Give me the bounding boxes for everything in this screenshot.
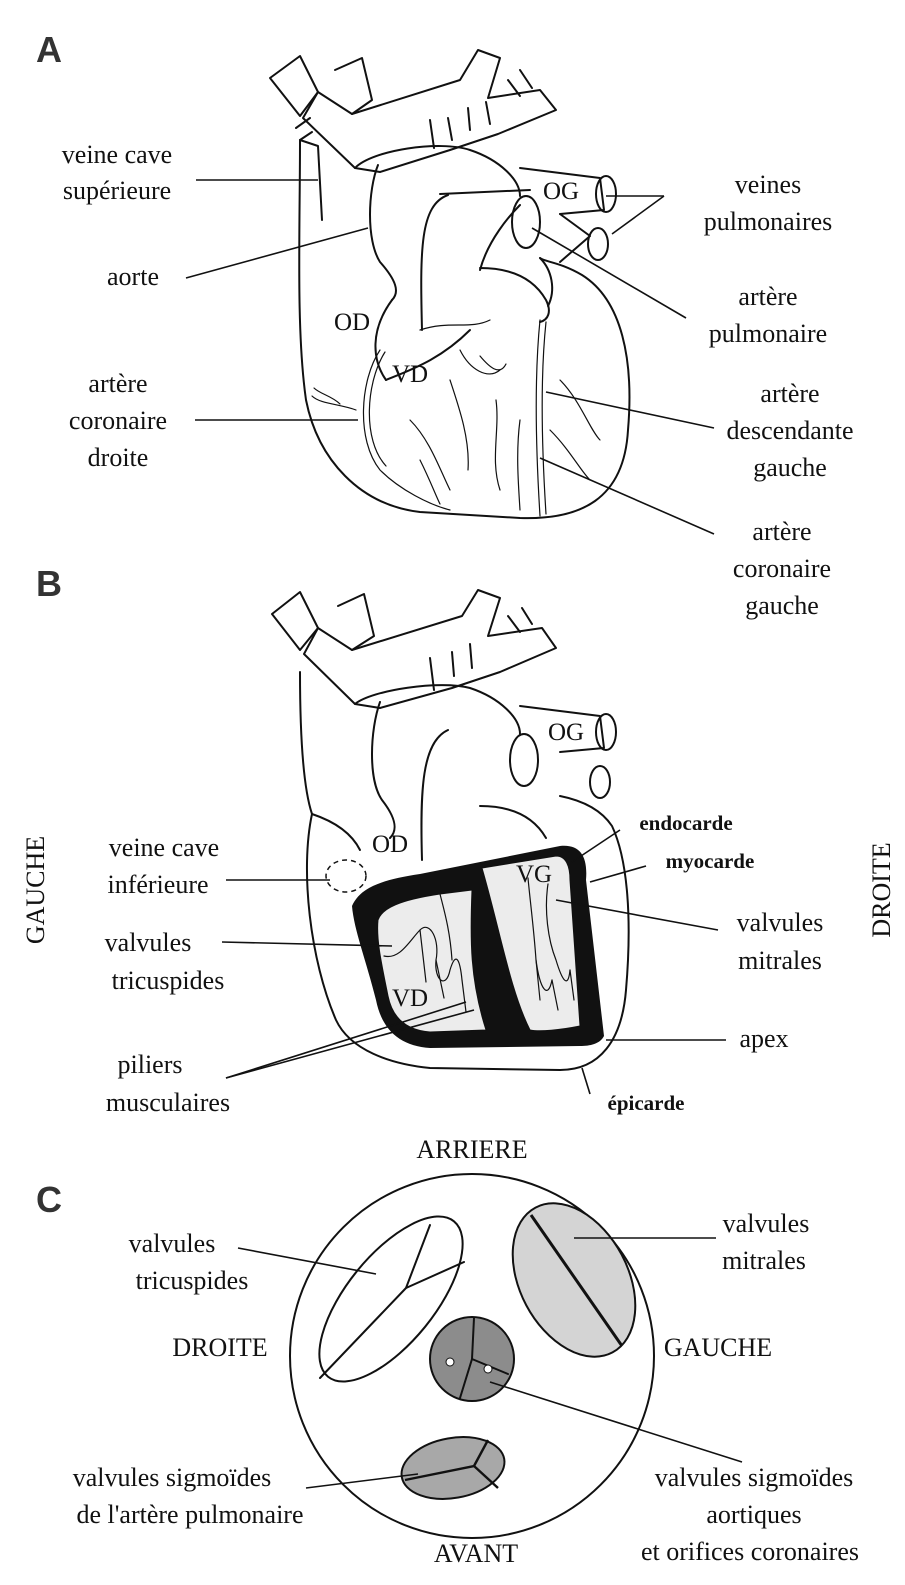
label-artere-pulmonaire: artère pulmonaire [532, 228, 827, 348]
svg-text:épicarde: épicarde [608, 1091, 685, 1115]
side-label-gauche: GAUCHE [21, 836, 50, 944]
svg-text:myocarde: myocarde [666, 849, 755, 873]
label-artere-descendante-gauche: artère descendante gauche [546, 379, 854, 482]
chamber-vg-b: VG [516, 861, 552, 888]
svg-text:valvules: valvules [737, 908, 824, 937]
svg-text:musculaires: musculaires [106, 1088, 230, 1117]
svg-text:valvules sigmoïdes: valvules sigmoïdes [655, 1463, 854, 1492]
svg-text:valvules: valvules [129, 1229, 216, 1258]
label-valvules-tricuspides-c: valvules tricuspides [129, 1229, 376, 1295]
svg-text:endocarde: endocarde [639, 811, 732, 835]
svg-text:apex: apex [739, 1024, 788, 1053]
chamber-vd-a: VD [392, 361, 428, 388]
panel-c-letter: C [36, 1179, 62, 1220]
svg-text:tricuspides: tricuspides [112, 966, 225, 995]
chamber-vd-b: VD [392, 985, 428, 1012]
panel-b-letter: B [36, 563, 62, 604]
chamber-od-a: OD [334, 309, 370, 336]
svg-text:tricuspides: tricuspides [136, 1266, 249, 1295]
chamber-og-a: OG [543, 178, 579, 205]
svg-text:valvules: valvules [105, 928, 192, 957]
svg-text:artère: artère [752, 517, 811, 546]
svg-text:artère: artère [738, 282, 797, 311]
label-aorte: aorte [107, 228, 368, 291]
svg-text:mitrales: mitrales [738, 946, 822, 975]
svg-text:droite: droite [88, 443, 149, 472]
svg-text:valvules: valvules [723, 1209, 810, 1238]
panel-a-heart-drawing [270, 50, 629, 518]
label-valvules-tricuspides-b: valvules tricuspides [105, 928, 392, 995]
svg-text:aorte: aorte [107, 262, 159, 291]
svg-text:inférieure: inférieure [107, 870, 208, 899]
label-sigmoides-pulmonaire: valvules sigmoïdes de l'artère pulmonair… [73, 1463, 418, 1529]
svg-text:pulmonaires: pulmonaires [704, 207, 833, 236]
label-myocarde: myocarde [590, 849, 754, 882]
svg-text:mitrales: mitrales [722, 1246, 806, 1275]
svg-text:veine cave: veine cave [62, 140, 172, 169]
svg-text:aortiques: aortiques [706, 1500, 801, 1529]
label-apex: apex [606, 1024, 789, 1053]
label-veines-pulmonaires: veines pulmonaires [606, 170, 832, 236]
svg-text:descendante: descendante [726, 416, 853, 445]
svg-text:piliers: piliers [118, 1050, 183, 1079]
chamber-og-b: OG [548, 719, 584, 746]
panel-b: B GAUCHE DROITE [21, 563, 896, 1117]
label-veine-cave-inferieure: veine cave inférieure [107, 833, 330, 899]
panel-a: A [36, 29, 854, 620]
orientation-left: DROITE [172, 1333, 267, 1362]
orientation-bottom: AVANT [434, 1539, 518, 1568]
panel-a-letter: A [36, 29, 62, 70]
pulmonary-valve-c [397, 1429, 510, 1506]
svg-text:gauche: gauche [745, 591, 819, 620]
label-epicarde: épicarde [582, 1068, 684, 1115]
svg-text:gauche: gauche [753, 453, 827, 482]
label-veine-cave-superieure: veine cave supérieure [62, 140, 318, 205]
svg-text:artère: artère [760, 379, 819, 408]
svg-text:veines: veines [735, 170, 801, 199]
svg-text:veine cave: veine cave [109, 833, 219, 862]
svg-text:coronaire: coronaire [733, 554, 831, 583]
svg-text:supérieure: supérieure [63, 176, 171, 205]
panel-c: C ARRIERE AVANT DROITE GAUCHE [36, 1135, 859, 1568]
label-valvules-mitrales-b: valvules mitrales [556, 900, 823, 975]
svg-text:artère: artère [88, 369, 147, 398]
panel-b-heart-drawing [272, 590, 629, 1070]
svg-text:coronaire: coronaire [69, 406, 167, 435]
svg-text:et orifices coronaires: et orifices coronaires [641, 1537, 859, 1566]
chamber-od-b: OD [372, 831, 408, 858]
svg-text:pulmonaire: pulmonaire [709, 319, 827, 348]
orientation-top: ARRIERE [416, 1135, 527, 1164]
svg-text:de l'artère pulmonaire: de l'artère pulmonaire [76, 1500, 303, 1529]
aortic-valve-c [430, 1317, 514, 1401]
orientation-right: GAUCHE [664, 1333, 772, 1362]
svg-text:valvules sigmoïdes: valvules sigmoïdes [73, 1463, 272, 1492]
side-label-droite: DROITE [867, 842, 896, 937]
label-artere-coronaire-gauche: artère coronaire gauche [540, 458, 831, 620]
label-artere-coronaire-droite: artère coronaire droite [69, 369, 358, 472]
label-sigmoides-aortiques: valvules sigmoïdes aortiques et orifices… [490, 1382, 859, 1566]
